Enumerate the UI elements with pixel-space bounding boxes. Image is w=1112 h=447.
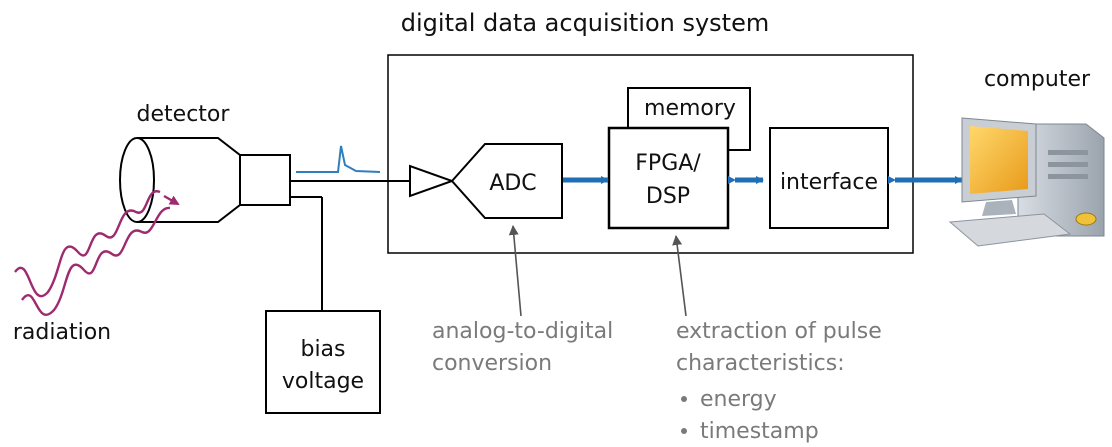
detector-icon — [119, 137, 291, 223]
adc-label: ADC — [489, 171, 536, 196]
adc-annotation-arrow — [508, 225, 522, 317]
fpga-annotation-arrow — [672, 235, 687, 317]
memory-label: memory — [644, 96, 736, 121]
bias-voltage-box — [265, 310, 381, 414]
fpga-label-line2: DSP — [646, 184, 690, 209]
bias-label-line1: bias — [300, 337, 345, 362]
fpga-note-line1: extraction of pulse — [676, 319, 882, 344]
adc-note-line2: conversion — [432, 351, 552, 376]
fpga-note-line2: characteristics: — [676, 351, 845, 376]
computer-label: computer — [984, 67, 1091, 92]
interface-box — [769, 127, 889, 229]
bias-label-line2: voltage — [282, 369, 364, 394]
bullet-energy: energy — [700, 387, 777, 412]
detector-label: detector — [137, 102, 231, 127]
fpga-dsp-box — [607, 126, 730, 230]
computer-icon — [948, 117, 1105, 247]
interface-label: interface — [780, 170, 878, 195]
radiation-wave-icon — [14, 190, 180, 316]
bullet-timestamp: timestamp — [700, 419, 819, 444]
bullet-dot — [681, 428, 687, 434]
adc-box — [450, 143, 563, 219]
adc-note-line1: analog-to-digital — [432, 319, 613, 344]
amplifier-icon — [409, 164, 455, 198]
fpga-label-line1: FPGA/ — [635, 151, 701, 176]
daq-system-box — [387, 54, 914, 254]
bullet-dot — [681, 396, 687, 402]
pulse-icon — [296, 145, 381, 173]
diagram-title: digital data acquisition system — [401, 9, 769, 37]
radiation-label: radiation — [13, 320, 111, 345]
